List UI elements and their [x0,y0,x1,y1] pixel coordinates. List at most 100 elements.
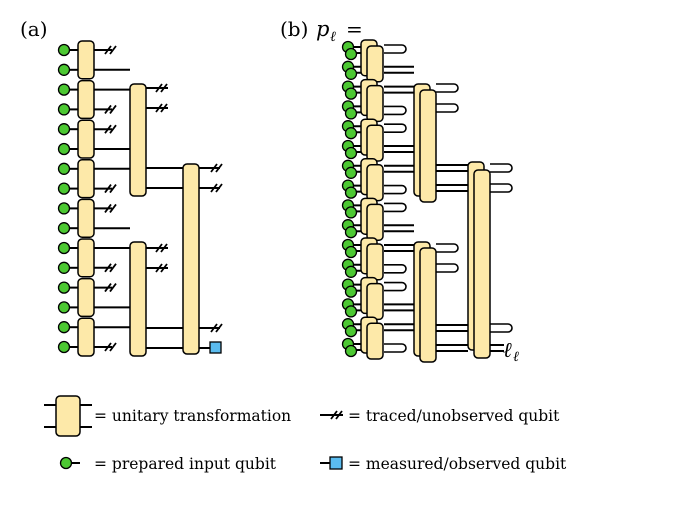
measured-square-icon [209,341,222,354]
unitary-gate [366,84,384,123]
unitary-gate [366,243,384,281]
trace-loop [384,281,407,292]
prepared-qubit-icon [57,301,71,314]
prepared-qubit-icon [344,166,358,179]
unitary-gate [77,119,95,159]
unitary-gate [77,159,95,199]
trace-slash-icon [330,410,343,420]
prepared-qubit-icon [57,43,71,57]
prepared-qubit-icon [344,265,358,278]
legend-unitary-entry: = unitary transformation [44,395,291,437]
unitary-gate [366,282,384,321]
prepared-qubit-icon [344,226,358,239]
trace-slash-icon [104,45,117,55]
trace-slash-icon [104,263,117,273]
unitary-gate [77,198,95,238]
prepared-qubit-icon [344,285,358,298]
prepared-qubit-icon [57,83,71,96]
panel-a-label: (a) [20,17,48,41]
trace-loop [490,183,513,193]
svg-text:p: p [316,17,329,41]
prepared-qubit-icon [57,222,71,235]
trace-slash-icon [104,342,117,352]
prepared-qubit-icon [344,146,358,160]
prepared-qubit-icon [57,321,71,334]
legend-measured-text: = measured/observed qubit [348,455,567,473]
prepared-qubit-icon [344,206,358,219]
prepared-qubit-icon [344,245,358,259]
unitary-gate [366,322,384,360]
trace-slash-icon [155,243,168,253]
unitary-gate-icon [55,395,81,437]
legend-traced-text: = traced/unobserved qubit [348,407,560,425]
prepared-qubit-icon [344,127,358,140]
prepared-qubit-icon [344,107,358,120]
unitary-gate [77,238,95,278]
panel-b-circuit [341,39,513,363]
unitary-gate [366,124,384,162]
unitary-gate [366,203,384,241]
prepared-qubit-icon [57,281,71,294]
prepared-qubit-icon [57,142,71,156]
prepared-qubit-icon [57,202,71,215]
ell-output-label: ℓ ℓ [503,338,519,365]
prepared-qubit-icon [344,325,358,338]
trace-slash-icon [155,83,168,93]
prepared-qubit-icon [59,456,73,470]
trace-loop [384,184,407,195]
trace-slash-icon [210,323,223,333]
panel-b-label: (b) [280,17,308,41]
prepared-qubit-icon [57,103,71,116]
trace-loop [436,83,459,93]
legend-traced-entry: = traced/unobserved qubit [320,407,560,425]
trace-slash-icon [104,104,117,114]
trace-slash-icon [104,124,117,134]
prepared-qubit-icon [57,340,71,354]
trace-loop [384,105,407,116]
svg-text:ℓ: ℓ [503,338,512,362]
prepared-qubit-icon [57,63,71,76]
trace-loop [436,243,459,253]
trace-slash-icon [104,203,117,213]
trace-slash-icon [155,263,168,273]
unitary-gate [419,247,437,363]
unitary-gate [77,40,95,80]
prepared-qubit-icon [57,261,71,274]
legend: = unitary transformation = traced/unobse… [44,395,567,473]
unitary-gate [366,164,384,202]
trace-loop [384,123,407,133]
prepared-qubit-icon [57,162,71,175]
legend-measured-entry: = measured/observed qubit [320,455,567,473]
unitary-gate [129,241,147,357]
panel-a-circuit [57,40,223,357]
prepared-qubit-icon [344,344,358,358]
prepared-qubit-icon [344,186,358,199]
unitary-gate [77,317,95,357]
svg-text:=: = [346,17,363,41]
trace-loop [384,343,407,353]
trace-slash-icon [104,184,117,194]
measured-square-icon [329,456,343,470]
prepared-qubit-icon [344,67,358,80]
unitary-gate [77,79,95,120]
unitary-gate [419,89,437,203]
trace-slash-icon [104,283,117,293]
trace-loop [490,163,513,173]
prepared-qubit-icon [344,47,358,61]
prepared-qubit-icon [57,241,71,255]
trace-slash-icon [210,183,223,193]
trace-slash-icon [210,163,223,173]
trace-loop [384,202,407,213]
svg-text:ℓ: ℓ [513,349,519,365]
unitary-gate [473,169,491,359]
prepared-qubit-icon [344,305,358,318]
unitary-gate [366,45,384,83]
trace-slash-icon [155,103,168,113]
trace-loop [436,263,459,273]
prepared-qubit-icon [57,123,71,136]
legend-prepared-text: = prepared input qubit [94,455,277,473]
trace-loop [384,264,407,274]
unitary-gate [129,83,147,197]
trace-loop [436,103,459,113]
